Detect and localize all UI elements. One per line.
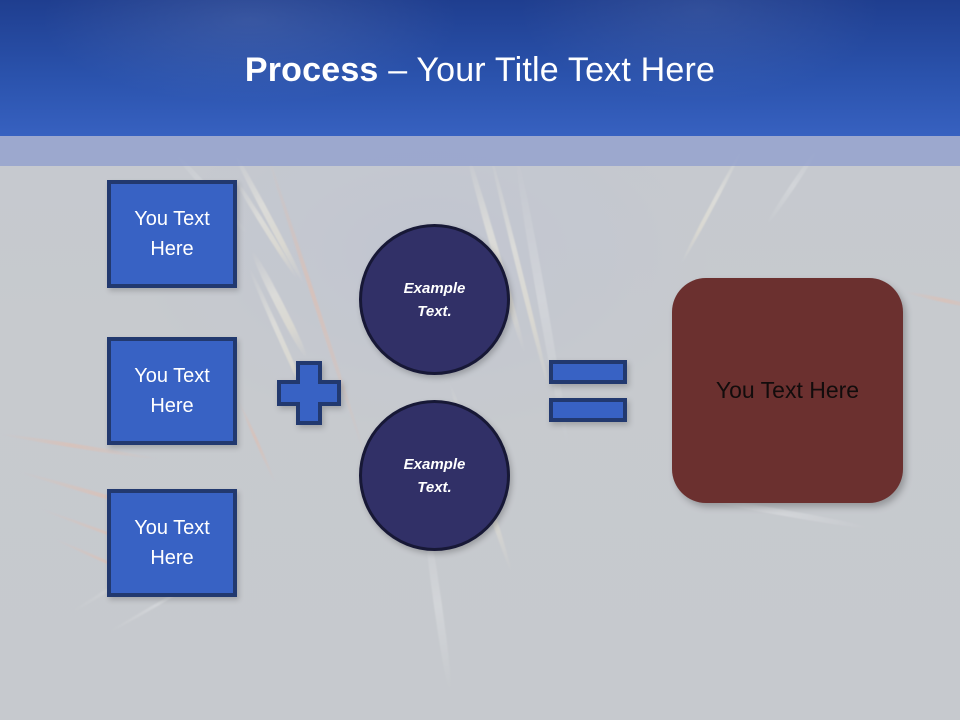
header-accent-band — [0, 136, 960, 166]
spark-streak — [248, 250, 311, 361]
process-circle-1[interactable]: Example Text. — [359, 224, 510, 375]
page-title: Process – Your Title Text Here — [0, 50, 960, 90]
input-box-3[interactable]: You Text Here — [107, 489, 237, 597]
equals-icon — [549, 360, 627, 424]
process-circle-1-line2: Text. — [417, 302, 452, 320]
plus-icon — [277, 361, 341, 425]
result-box[interactable]: You Text Here — [672, 278, 903, 503]
process-circle-2-line1: Example — [403, 455, 466, 473]
equals-bar-top — [549, 360, 627, 384]
process-circle-2-line2: Text. — [417, 478, 452, 496]
spark-streak — [904, 290, 960, 313]
process-circle-1-line1: Example — [403, 279, 466, 297]
spark-streak — [230, 150, 307, 286]
spark-streak — [237, 400, 277, 484]
input-box-2[interactable]: You Text Here — [107, 337, 237, 445]
input-box-1[interactable]: You Text Here — [107, 180, 237, 288]
process-circle-2[interactable]: Example Text. — [359, 400, 510, 551]
page-title-emphasis: Process — [244, 51, 379, 89]
spark-streak — [231, 176, 300, 281]
page-title-rest: – Your Title Text Here — [378, 51, 716, 89]
equals-bar-bottom — [549, 398, 627, 422]
